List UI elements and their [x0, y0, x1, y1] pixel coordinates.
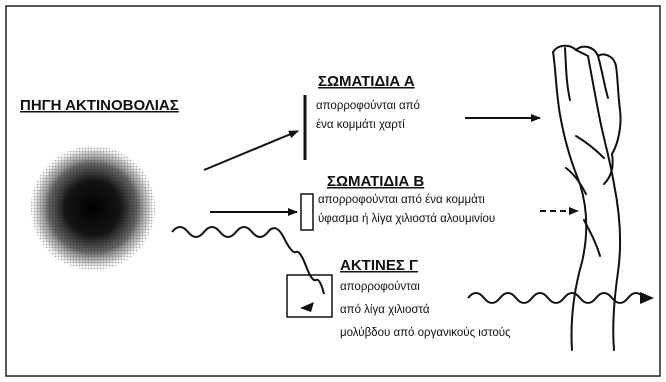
- radiation-source: [31, 146, 155, 270]
- alpha-arrow: [204, 131, 298, 170]
- gamma-wave-out: [468, 293, 644, 303]
- gamma-rays-line-1: απορροφούνται: [340, 281, 420, 293]
- aluminium-barrier: [301, 194, 313, 230]
- particles-b-label: ΣΩΜΑΤΙΔΙΑ Β: [327, 173, 424, 190]
- gamma-rays-label: ΑΚΤΙΝΕΣ Γ: [340, 257, 418, 274]
- gamma-rays-line-2: από λίγα χιλιοστά: [340, 304, 430, 316]
- gamma-arrowhead: [300, 302, 314, 312]
- particles-a-label: ΣΩΜΑΤΙΔΙΑ Α: [318, 73, 415, 90]
- gamma-exit-arrowhead: [640, 292, 654, 304]
- particles-a-line-2: ένα κομμάτι χαρτί: [316, 119, 405, 131]
- gamma-wave-in: [172, 227, 324, 294]
- particles-a-line-1: απορροφούνται από: [316, 100, 420, 112]
- source-label: ΠΗΓΗ ΑΚΤΙΝΟΒΟΛΙΑΣ: [20, 97, 179, 114]
- particles-b-line-1: απορροφούνται από ένα κομμάτι: [318, 194, 485, 206]
- particles-b-line-2: ύφασμα ή λίγα χιλιοστά αλουμινίου: [318, 213, 495, 225]
- gamma-rays-line-3: μολύβδου από οργανικούς ιστούς: [340, 327, 511, 339]
- hand-illustration: [553, 46, 621, 350]
